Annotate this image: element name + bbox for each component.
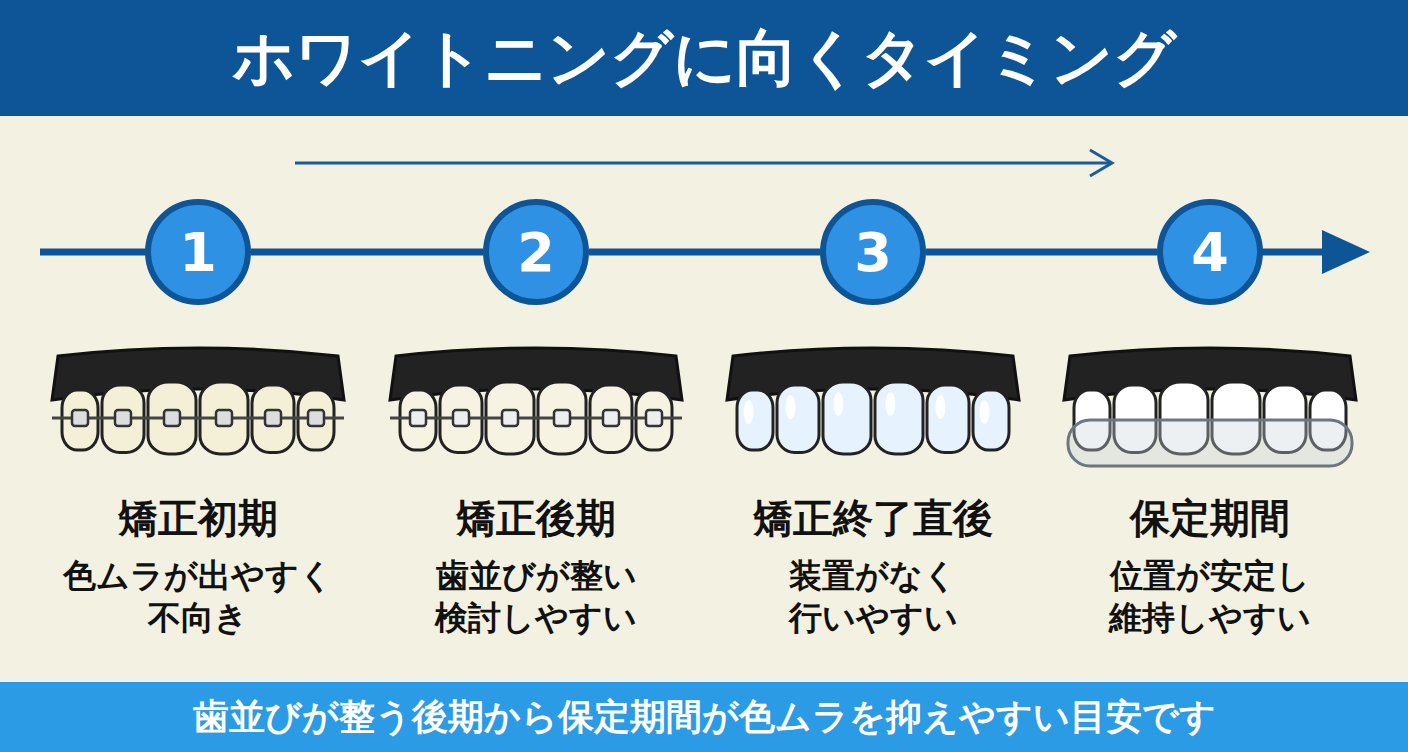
bracket xyxy=(410,410,426,426)
tooth xyxy=(62,390,98,450)
stage-note: 位置が安定し 維持しやすい xyxy=(1060,555,1360,639)
tooth xyxy=(927,385,969,453)
teeth-figure xyxy=(52,348,344,454)
tooth xyxy=(737,390,773,450)
step-number: 1 xyxy=(143,197,253,307)
step-number: 4 xyxy=(1155,197,1265,307)
title: ホワイトニングに向くタイミング xyxy=(0,18,1408,98)
teeth-figure xyxy=(390,348,682,454)
bracket xyxy=(72,410,88,426)
timeline-end xyxy=(1262,249,1330,256)
step-circle: 2 xyxy=(481,197,591,307)
step-circle: 1 xyxy=(143,197,253,307)
tooth-shine xyxy=(1222,392,1232,416)
retainer xyxy=(1068,420,1352,466)
step-number: 3 xyxy=(818,197,928,307)
tooth xyxy=(823,382,871,454)
tooth-shine xyxy=(885,392,895,416)
bracket xyxy=(453,410,469,426)
bracket xyxy=(502,410,518,426)
tooth xyxy=(636,390,672,450)
bracket xyxy=(603,410,619,426)
tooth-shine xyxy=(744,400,754,424)
tooth-shine xyxy=(833,392,843,416)
tooth-shine xyxy=(935,395,945,419)
bracket xyxy=(646,410,662,426)
stage-heading: 矯正終了直後 xyxy=(708,493,1038,543)
teeth-figure xyxy=(727,348,1019,454)
timeline-start xyxy=(40,249,146,256)
teeth-figure xyxy=(1064,348,1356,466)
stage-note: 歯並びが整い 検討しやすい xyxy=(386,555,686,639)
stage-heading: 矯正後期 xyxy=(371,493,701,543)
timeline-segment xyxy=(926,249,1157,256)
teeth-illustrations xyxy=(52,348,1356,466)
step-number: 2 xyxy=(481,197,591,307)
step-circle: 4 xyxy=(1155,197,1265,307)
arch-wire xyxy=(52,417,344,420)
tooth xyxy=(973,390,1009,450)
tooth-shine xyxy=(980,400,990,424)
gum xyxy=(390,348,682,400)
gum xyxy=(52,348,344,400)
progress-arrow xyxy=(295,162,1110,165)
caption-band xyxy=(0,682,1408,752)
bracket xyxy=(216,410,232,426)
arch-wire xyxy=(390,417,682,420)
bracket xyxy=(164,410,180,426)
stage-heading: 矯正初期 xyxy=(33,493,363,543)
caption: 歯並びが整う後期から保定期間が色ムラを抑えやすい目安です xyxy=(0,690,1408,744)
tooth xyxy=(875,382,923,454)
tooth xyxy=(400,390,436,450)
timeline-arrowhead xyxy=(1322,230,1370,274)
stage-note: 色ムラが出やすく 不向き xyxy=(48,555,348,639)
tooth-shine xyxy=(1272,395,1282,419)
title-band xyxy=(0,0,1408,116)
tooth-shine xyxy=(1122,395,1132,419)
gum xyxy=(1064,348,1356,400)
bracket xyxy=(308,410,324,426)
bracket xyxy=(554,410,570,426)
progress-arrowhead xyxy=(1090,150,1112,176)
timeline-segment xyxy=(589,249,820,256)
gum xyxy=(727,348,1019,400)
tooth xyxy=(777,385,819,453)
bracket xyxy=(265,410,281,426)
timeline-segment xyxy=(251,249,483,256)
tooth-shine xyxy=(1170,392,1180,416)
bracket xyxy=(115,410,131,426)
tooth-shine xyxy=(785,395,795,419)
stage-heading: 保定期間 xyxy=(1045,493,1375,543)
step-circle: 3 xyxy=(818,197,928,307)
stage-note: 装置がなく 行いやすい xyxy=(723,555,1023,639)
tooth xyxy=(298,390,334,450)
